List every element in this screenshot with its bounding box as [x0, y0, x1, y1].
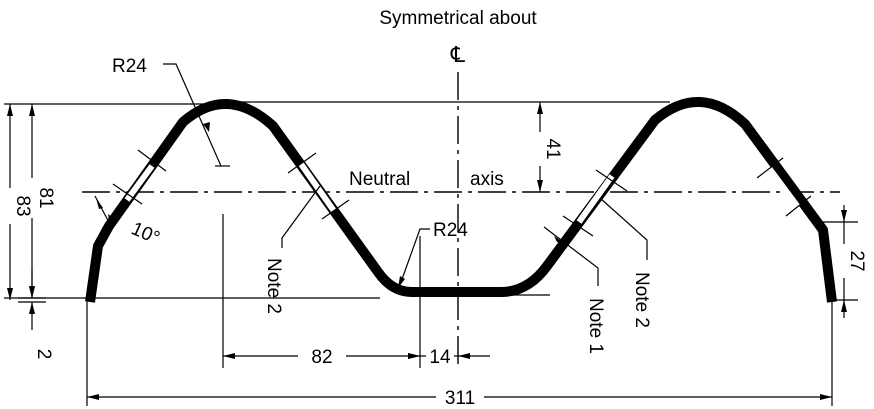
dim-311-arrow-left [87, 394, 99, 400]
dim-27-arrow-top [841, 210, 847, 222]
dim-83-arrow-bottom [7, 288, 13, 300]
dim-311-arrow-right [820, 394, 832, 400]
dim-83-label: 83 [12, 195, 33, 216]
section-mark-3 [287, 152, 317, 174]
angle-arrow-2 [108, 214, 116, 226]
dim-2-label: 2 [33, 349, 54, 360]
dim-14-label: 14 [429, 347, 451, 368]
radius-top-label: R24 [112, 56, 147, 77]
dim-27-label: 27 [846, 250, 867, 271]
dim-311-label: 311 [445, 388, 475, 409]
section-mark-8 [785, 195, 812, 217]
neutral-axis-label-axis: axis [470, 169, 504, 190]
centerline-symbol: ℄ [450, 42, 466, 67]
dim-82-label: 82 [311, 347, 332, 368]
dim-14-label-bg [426, 344, 454, 368]
dim-2-arrow-bottom [29, 302, 35, 314]
dim-82-arrow-left [223, 353, 235, 359]
note1-right-arrow [554, 236, 566, 244]
dim-41-arrow-top [537, 102, 543, 114]
profile-segment-left-inner-flank [298, 162, 337, 213]
radius-bottom-arrow [398, 276, 405, 288]
section-mark-6 [595, 169, 628, 192]
profile-segment-right-flank [766, 166, 801, 209]
dim-41-label-bg [528, 132, 552, 166]
section-mark-5 [562, 215, 594, 237]
section-mark-1 [112, 183, 143, 205]
dim-41-arrow-bottom [537, 180, 543, 192]
w-beam-profile [85, 96, 837, 303]
note2-left-leader [281, 185, 321, 248]
section-mark-2 [137, 149, 167, 172]
neutral-axis-label: Neutral [349, 169, 410, 190]
dim-27-label-bg [834, 244, 856, 278]
note2-left-label: Note 2 [263, 258, 284, 314]
dim-81-label-bg [20, 178, 44, 218]
dim-82-label-bg [298, 344, 346, 368]
radius-bottom-label: R24 [433, 220, 468, 241]
note1-right-label: Note 1 [585, 298, 606, 354]
dim-81-label: 81 [35, 187, 56, 208]
profile-segment-right-inner-flank [576, 174, 615, 224]
dim-14-arrow-left [408, 353, 420, 359]
dim-83-label-bg [0, 188, 20, 224]
angle-label: 10° [128, 218, 163, 249]
dim-311-label-bg [436, 386, 484, 408]
angle-arrow [96, 198, 103, 209]
dim-2-arrow-top [29, 286, 35, 298]
profile-segment-left-flank [124, 164, 155, 202]
radius-bottom-leader [400, 228, 430, 283]
note2-right-label: Note 2 [631, 272, 652, 328]
dim-14-arrow-right [458, 353, 470, 359]
dim-83-arrow-top [7, 104, 13, 116]
dim-81-arrow-top [29, 104, 35, 116]
dim-27-arrow-bottom [841, 300, 847, 312]
dim-41-label: 41 [542, 138, 563, 159]
section-mark-7 [756, 157, 784, 179]
note1-right-leader [543, 226, 599, 286]
radius-top-leader [163, 63, 222, 167]
radius-top-arrow [203, 122, 210, 132]
drawing-title: Symmetrical about [379, 8, 537, 29]
note2-right-leader [599, 197, 648, 260]
section-mark-4 [321, 199, 350, 220]
